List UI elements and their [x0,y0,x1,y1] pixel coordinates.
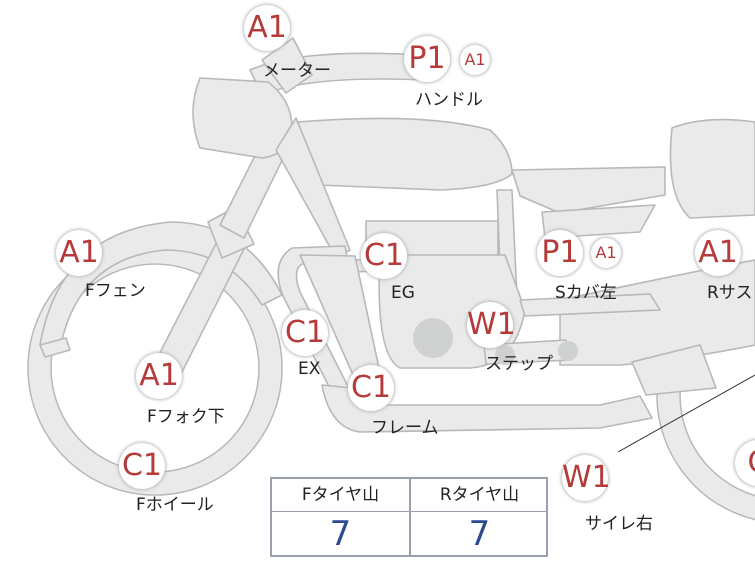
tire-tread-table: Fタイヤ山 Rタイヤ山 7 7 [270,477,548,557]
rear-tire-header: Rタイヤ山 [411,479,548,511]
meter-code-badge[interactable]: A1 [244,5,290,51]
step-code-badge[interactable]: W1 [467,302,513,348]
f-fork-code-badge[interactable]: A1 [136,353,182,399]
headlight-shape [193,78,292,158]
ex-code-badge[interactable]: C1 [282,310,328,356]
f-fender-code-badge[interactable]: A1 [56,230,102,276]
silencer-code-badge[interactable]: W1 [562,455,608,501]
eg-code-badge[interactable]: C1 [361,233,407,279]
f-wheel-label: Fホイール [136,490,214,515]
f-fender-label: Fフェン [85,276,146,301]
silencer-label: サイレ右 [585,509,653,534]
handle-code-badge[interactable]: P1 [404,36,450,82]
f-fork-label: Fフォク下 [147,402,225,427]
s-cover-label: Sカバ左 [555,278,617,303]
frame-label: フレーム [371,413,439,438]
handle-label: ハンドル [415,85,483,110]
frame-code-badge[interactable]: C1 [348,365,394,411]
step-label: ステップ [485,349,553,374]
handle-sub-badge[interactable]: A1 [460,45,490,75]
f-wheel-code-badge[interactable]: C1 [119,443,165,489]
ex-label: EX [298,359,320,379]
r-suspension-code-badge[interactable]: A1 [695,230,741,276]
front-tire-value[interactable]: 7 [272,511,409,557]
fuel-tank-shape [295,118,512,190]
meter-label: メーター [263,56,331,81]
front-tire-header: Fタイヤ山 [272,479,409,511]
eg-label: EG [391,283,415,303]
s-cover-sub-badge[interactable]: A1 [591,238,621,268]
engine-cover-dot [413,318,453,358]
s-cover-code-badge[interactable]: P1 [537,230,583,276]
r-suspension-label: Rサス [707,278,752,303]
rear-tire-value[interactable]: 7 [411,511,548,557]
